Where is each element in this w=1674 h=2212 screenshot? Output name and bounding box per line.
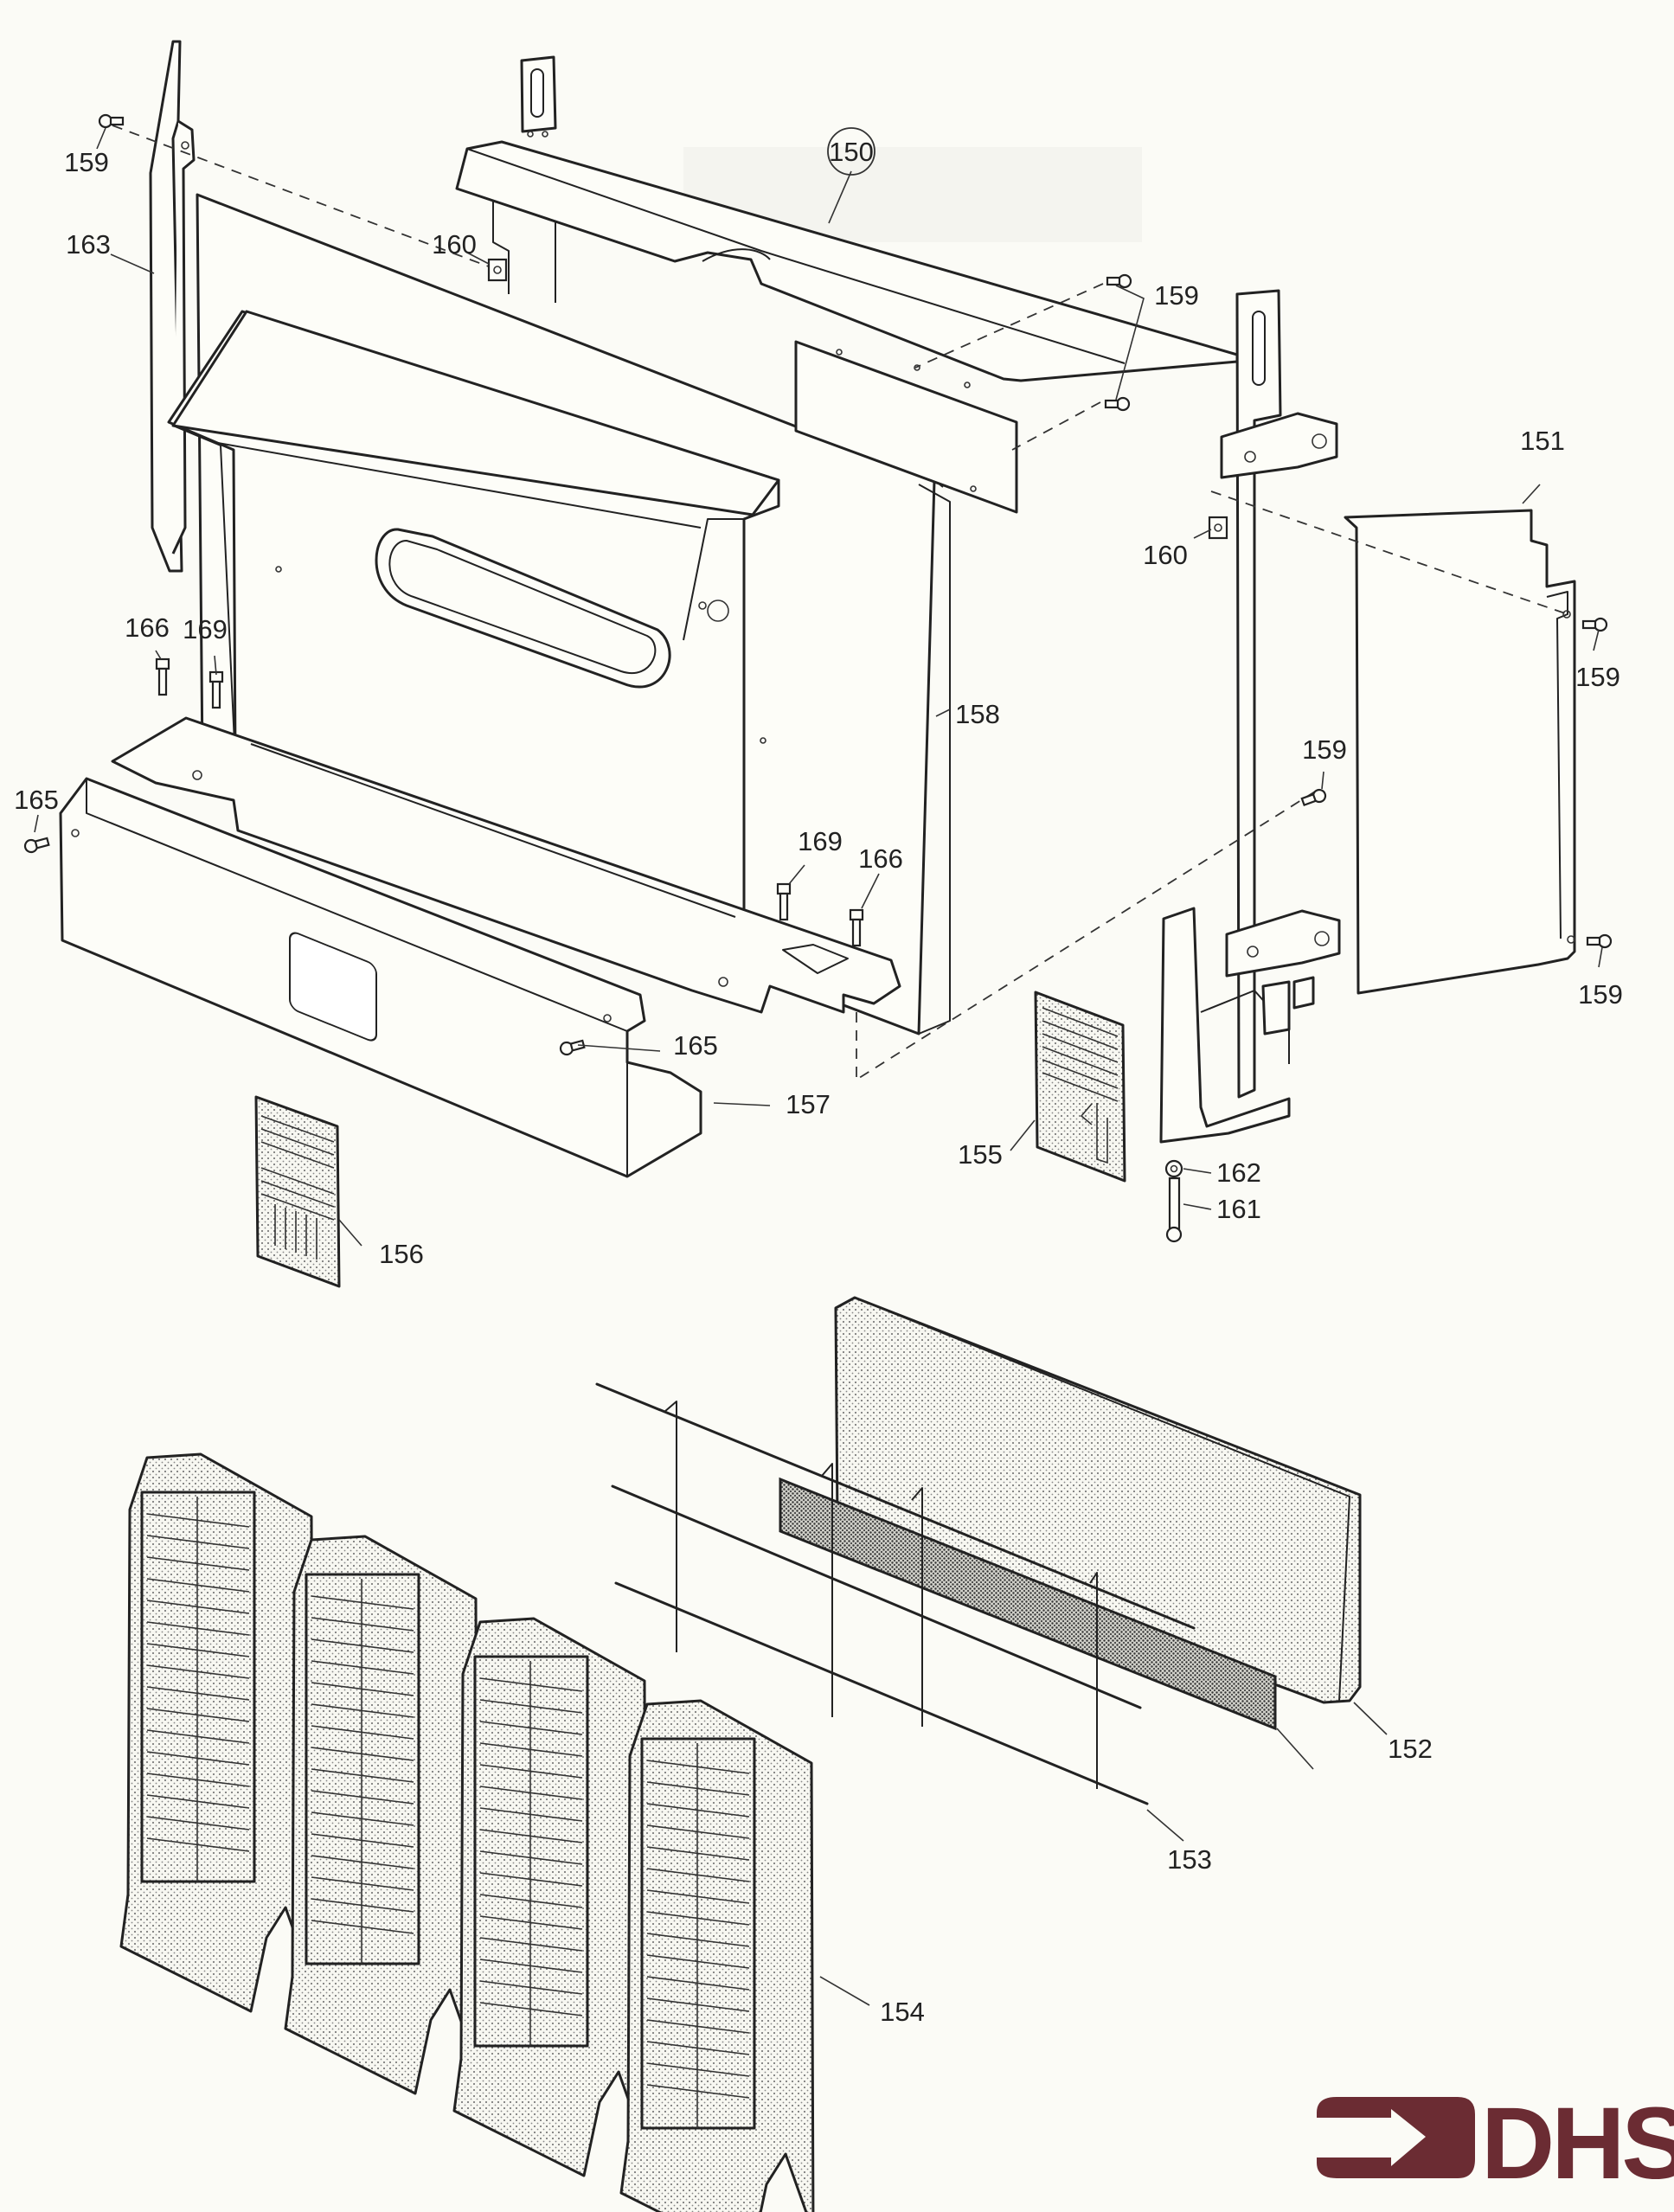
- bolt-161: [1165, 1177, 1183, 1243]
- part-154-radiants: [119, 1452, 815, 2212]
- nut-162: [1164, 1159, 1183, 1178]
- callout-157: 157: [786, 1089, 831, 1119]
- part-151-right-side-panel: [1344, 509, 1576, 995]
- part-163-left-side-panel: [149, 40, 196, 573]
- callout-160-left: 160: [432, 229, 477, 260]
- callout-165-left: 165: [14, 785, 59, 815]
- callout-153: 153: [1167, 1844, 1212, 1875]
- callout-152: 152: [1388, 1734, 1433, 1764]
- callout-162: 162: [1216, 1157, 1261, 1188]
- screw-159-c: [1104, 396, 1131, 412]
- screw-159-a: [98, 113, 125, 129]
- screw-165-a: [22, 834, 51, 855]
- screw-159-f: [1299, 786, 1329, 809]
- assembly-line-150-a: [914, 283, 1104, 369]
- right-upright-bracket: [1159, 289, 1341, 1144]
- callout-159-top-right: 159: [1154, 280, 1199, 311]
- assembly-line-163: [112, 125, 494, 269]
- left-upright-bracket: [492, 55, 557, 303]
- callout-150: 150: [829, 137, 874, 167]
- callout-158: 158: [955, 699, 1000, 729]
- callout-169-left: 169: [183, 614, 228, 644]
- arrow-right-icon: [1317, 2097, 1475, 2178]
- callout-166-right: 166: [858, 843, 903, 874]
- clip-160-a: [487, 258, 508, 282]
- callout-159-mid: 159: [1302, 734, 1347, 765]
- callout-156: 156: [379, 1239, 424, 1269]
- callout-159-top-left: 159: [64, 147, 109, 177]
- callout-169-right: 169: [798, 826, 843, 856]
- part-153-wire-grid: [595, 1382, 1196, 1805]
- dhs-logo: DHS: [1317, 2087, 1674, 2201]
- callout-159-right-upper: 159: [1575, 662, 1620, 692]
- callout-159-right-lower: 159: [1578, 979, 1623, 1010]
- radiant-4: [619, 1699, 815, 2212]
- logo-text: DHS: [1481, 2087, 1674, 2201]
- bolt-166-a: [155, 657, 170, 696]
- part-157-kick-plate: [59, 777, 702, 1178]
- callout-154: 154: [880, 1997, 925, 2027]
- bolt-169-b: [776, 882, 792, 921]
- callout-165-right: 165: [673, 1030, 718, 1061]
- part-155-data-label: [1034, 991, 1126, 1183]
- radiant-2: [284, 1535, 479, 2095]
- leader-lines: [34, 127, 1603, 2006]
- callout-155: 155: [958, 1139, 1003, 1170]
- part-156-data-label: [254, 1095, 341, 1288]
- bolt-166-b: [849, 908, 864, 947]
- callout-160-right: 160: [1143, 540, 1188, 570]
- bolt-169-a: [208, 670, 224, 709]
- callout-151: 151: [1520, 426, 1565, 456]
- callout-150-circle: [827, 127, 875, 176]
- part-164-strip: [779, 1477, 1277, 1731]
- assembly-line-150-b: [1011, 401, 1101, 451]
- clip-160-b: [1208, 516, 1228, 540]
- radiant-3: [452, 1617, 648, 2177]
- callout-163: 163: [66, 229, 111, 260]
- radiant-1: [119, 1452, 315, 2013]
- screw-159-d: [1581, 617, 1608, 632]
- screw-159-b: [1106, 273, 1132, 289]
- callout-161: 161: [1216, 1194, 1261, 1224]
- screw-159-e: [1586, 933, 1613, 949]
- callout-166-left: 166: [125, 612, 170, 643]
- assembly-line-151: [1210, 490, 1568, 615]
- part-150-top-hood: [455, 140, 1239, 514]
- base-tray: [111, 716, 901, 1014]
